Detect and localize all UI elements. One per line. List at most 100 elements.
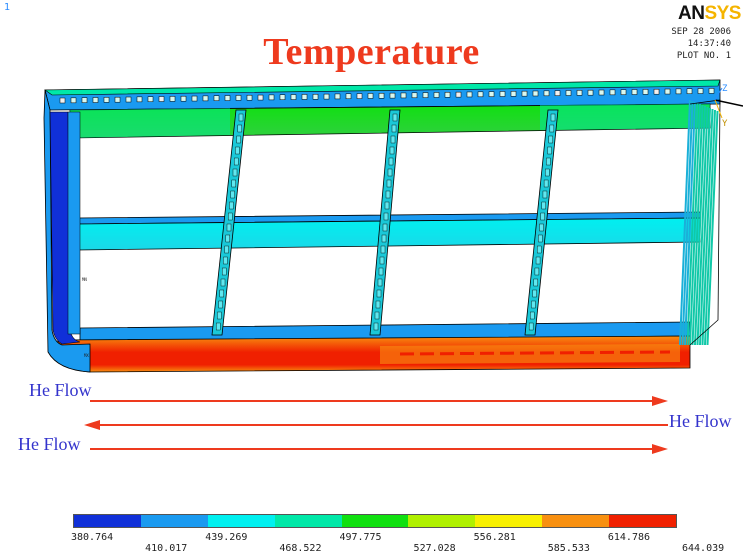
- rib-slot: [231, 179, 237, 188]
- beam-hole: [631, 89, 638, 95]
- beam-hole: [499, 91, 506, 97]
- plot-number: PLOT NO. 1: [676, 51, 731, 61]
- vertical-ribs: [211, 109, 559, 336]
- fe-model-view[interactable]: Z Y MN MX: [0, 0, 743, 380]
- beam-hole: [356, 93, 363, 99]
- end-fin: [699, 107, 711, 346]
- beam-hole: [312, 94, 319, 100]
- rib-slot: [218, 300, 223, 309]
- legend-color-segment: [609, 515, 677, 527]
- triad-z-label: Z: [722, 84, 728, 94]
- rib-slot: [545, 168, 550, 177]
- beam-hole: [543, 90, 550, 97]
- beam-hole: [686, 88, 693, 94]
- legend-color-segment: [408, 515, 476, 527]
- rib-slot: [232, 168, 238, 177]
- rib-slot: [387, 168, 393, 177]
- plot-time: 14:37:40: [687, 39, 731, 49]
- rib-slot: [548, 135, 553, 144]
- beam-hole: [521, 90, 528, 97]
- beam-hole: [411, 92, 418, 99]
- beam-hole: [378, 93, 385, 99]
- rib-slot: [541, 201, 546, 210]
- rib-slot: [540, 212, 545, 221]
- legend-color-segment: [341, 515, 409, 527]
- beam-hole: [59, 97, 66, 104]
- legend-value-lower: 468.522: [279, 543, 322, 554]
- beam-hole: [136, 96, 143, 103]
- rib-slot: [215, 322, 221, 331]
- beam-hole: [433, 92, 440, 98]
- end-fin-outline: [689, 99, 721, 346]
- rib-slot: [375, 300, 381, 309]
- beam-hole: [246, 94, 253, 101]
- end-fin: [701, 108, 714, 346]
- legend-value-upper: 497.775: [339, 532, 382, 543]
- beam-hole: [708, 88, 715, 94]
- rib-slot: [382, 223, 388, 232]
- rib-slot: [225, 234, 231, 243]
- rib-slot: [237, 124, 243, 133]
- beam-hole: [202, 95, 209, 102]
- beam-hole: [323, 93, 330, 100]
- rib-slot: [376, 289, 382, 298]
- beam-hole: [554, 90, 561, 96]
- plot-title: Temperature: [263, 31, 480, 73]
- legend-value-lower: 585.533: [547, 543, 590, 554]
- rib-slot: [549, 124, 555, 133]
- window-number: 1: [4, 2, 11, 13]
- rib-slot: [546, 157, 551, 166]
- legend-value-upper: 614.786: [607, 532, 651, 543]
- rib-slot: [550, 113, 556, 122]
- beam-hole: [477, 91, 484, 98]
- rib-slot: [537, 245, 542, 254]
- end-fin: [689, 103, 701, 346]
- max-node-label: MX: [84, 353, 89, 358]
- rib-slot: [384, 201, 390, 210]
- flow-label-1: He Flow: [29, 380, 92, 400]
- legend-color-segment: [74, 515, 141, 527]
- end-fin: [686, 102, 699, 346]
- contour-legend-bar: [73, 514, 677, 528]
- plot-date: SEP 28 2006: [671, 27, 731, 37]
- end-fin: [684, 101, 696, 346]
- rib-slot: [389, 146, 395, 155]
- rib-slot: [547, 146, 552, 155]
- beam-hole: [675, 88, 682, 95]
- bottom-beam: [57, 321, 691, 373]
- rib-slot: [221, 267, 227, 276]
- rib-slot: [531, 300, 536, 309]
- legend-value-lower: 410.017: [145, 543, 188, 554]
- rib-slot: [378, 267, 384, 276]
- rib-slot: [392, 113, 398, 122]
- beam-hole: [268, 94, 275, 101]
- rib-slot: [528, 322, 534, 331]
- legend-value-upper: 380.764: [71, 532, 114, 543]
- rib-slot: [530, 311, 535, 320]
- rib-slot: [229, 201, 234, 210]
- end-fin: [696, 106, 709, 346]
- rib-slot: [538, 234, 543, 243]
- beam-hole: [642, 89, 649, 95]
- beam-hole: [345, 93, 352, 100]
- beam-hole: [235, 95, 242, 101]
- rib-slot: [217, 311, 222, 320]
- rib-slot: [230, 190, 235, 199]
- beam-hole: [664, 88, 671, 95]
- beam-hole: [598, 89, 605, 96]
- left-post: [43, 89, 91, 373]
- right-end-fins: [679, 99, 721, 346]
- end-fin: [681, 100, 694, 346]
- beam-hole: [510, 91, 517, 97]
- legend-value-upper: 439.269: [205, 532, 248, 543]
- beam-hole: [565, 90, 572, 96]
- rib-slot: [220, 278, 226, 287]
- rib-slot: [374, 311, 380, 320]
- rib-slot: [226, 223, 232, 232]
- beam-hole: [191, 95, 198, 102]
- flow-arrows-overlay: [84, 396, 668, 454]
- legend-color-segment: [140, 515, 208, 527]
- rib-slot: [381, 234, 387, 243]
- legend-color-segment: [207, 515, 275, 527]
- beam-hole: [455, 91, 462, 98]
